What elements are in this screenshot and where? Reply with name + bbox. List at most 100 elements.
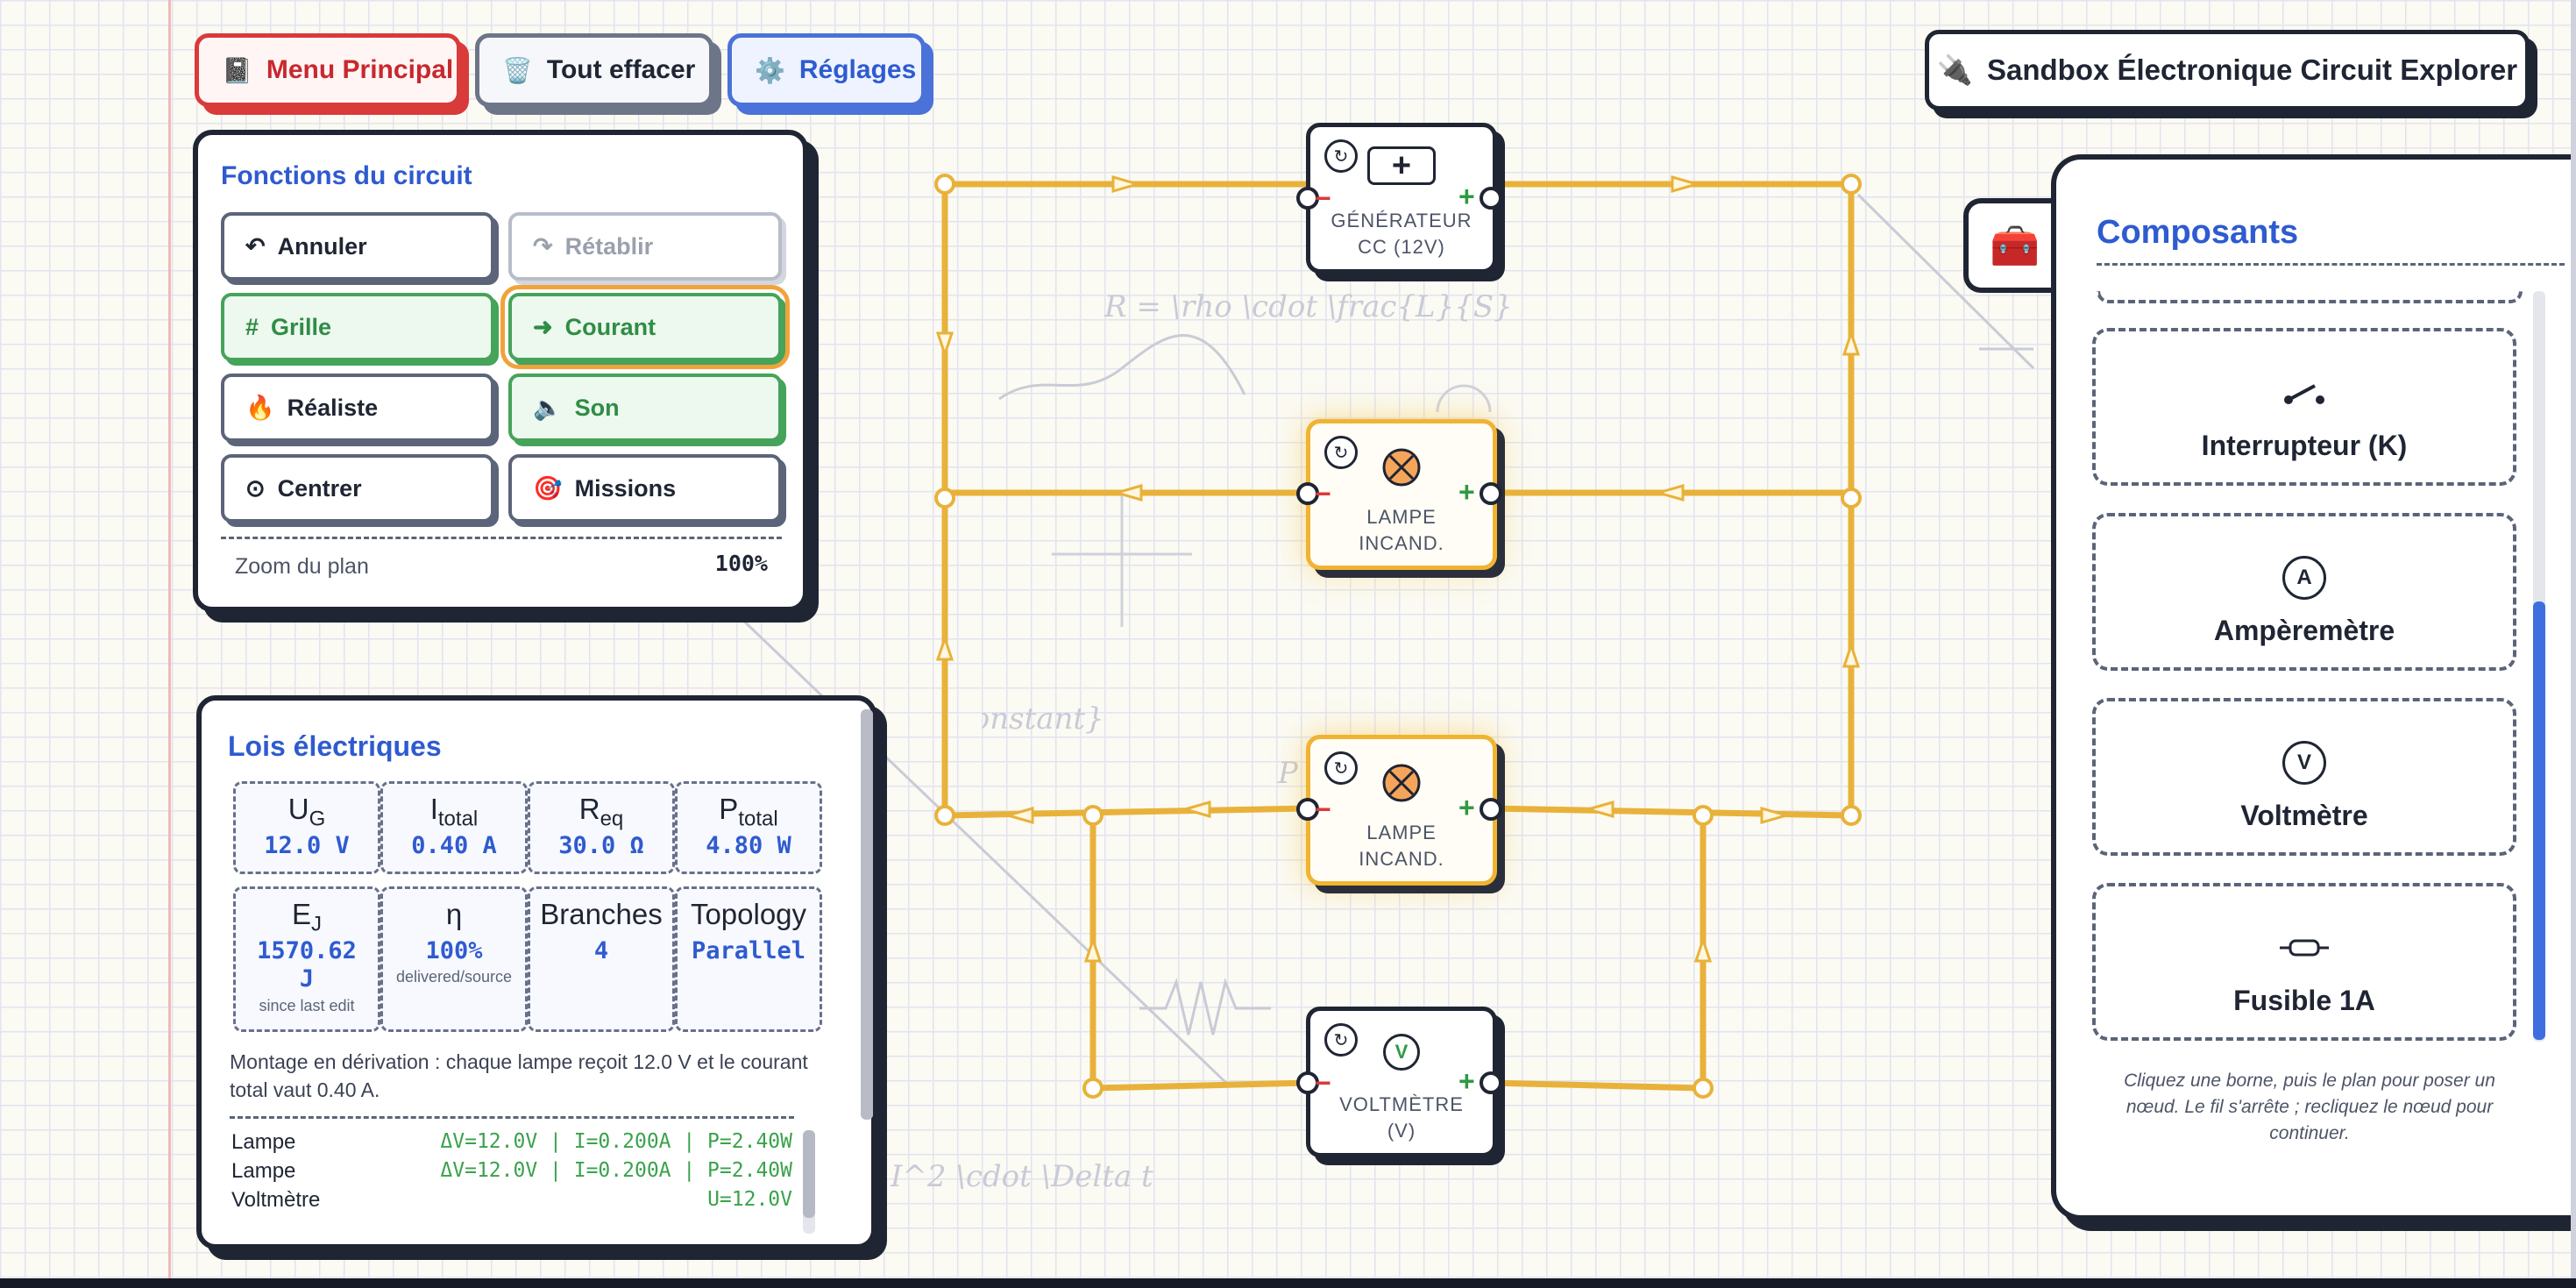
bottom-border	[0, 1278, 2576, 1288]
lamp-label: LAMPE INCAND.	[1359, 506, 1444, 554]
voltmeter-icon: V	[2096, 737, 2513, 789]
rotate-icon[interactable]: ↻	[1324, 139, 1358, 173]
main-menu-label: Menu Principal	[266, 55, 454, 84]
grid-toggle-button[interactable]: # Grille	[221, 293, 494, 361]
component-fuse[interactable]: Fusible 1A	[2092, 883, 2516, 1041]
arrow-right-icon: ➜	[533, 313, 553, 340]
rotate-icon[interactable]: ↻	[1324, 436, 1358, 469]
lamp-1-plus-sign: +	[1458, 476, 1475, 508]
fire-icon: 🔥	[245, 395, 275, 421]
stat-topology: Topology Parallel	[675, 886, 822, 1032]
fuse-label: Fusible 1A	[2233, 985, 2375, 1016]
components-help-text: Cliquez une borne, puis le plan pour pos…	[2124, 1071, 2495, 1143]
components-panel: Composants	[2051, 154, 2576, 1220]
lamp-label: LAMPE INCAND.	[1359, 822, 1444, 870]
electrical-laws-panel: Lois électriques UG 12.0 V Itotal 0.40 A…	[196, 695, 876, 1249]
sound-toggle-button[interactable]: 🔈 Son	[508, 374, 782, 442]
voltmeter-plus-sign: +	[1458, 1065, 1475, 1097]
redo-button[interactable]: ↷ Rétablir	[508, 212, 782, 281]
component-switch[interactable]: Interrupteur (K)	[2092, 328, 2516, 486]
generator-plus-sign: +	[1458, 181, 1475, 212]
component-ammeter[interactable]: A Ampèremètre	[2092, 513, 2516, 671]
lamp-node-1[interactable]: ↻ LAMPE INCAND.	[1306, 419, 1497, 570]
app-title: 🔌 Sandbox Électronique Circuit Explorer	[1925, 30, 2530, 110]
stat-energy: EJ 1570.62 J since last edit	[233, 886, 380, 1032]
sound-label: Son	[574, 394, 620, 421]
lamp-node-2[interactable]: ↻ LAMPE INCAND.	[1306, 735, 1497, 886]
realistic-label: Réaliste	[287, 394, 379, 421]
generator-positive-terminal[interactable]	[1480, 187, 1502, 210]
realistic-toggle-button[interactable]: 🔥 Réaliste	[221, 374, 494, 442]
stat-branches: Branches 4	[528, 886, 675, 1032]
generator-node[interactable]: ↻ + GÉNÉRATEUR CC (12V)	[1306, 123, 1497, 274]
settings-label: Réglages	[798, 55, 917, 84]
stat-resistance: Req 30.0 Ω	[528, 781, 675, 874]
ammeter-icon: A	[2096, 551, 2513, 604]
lamp-2-plus-sign: +	[1458, 792, 1475, 823]
current-label: Courant	[564, 313, 656, 340]
voltmeter-minus-sign: −	[1315, 1067, 1331, 1099]
log-scrollbar[interactable]	[803, 1130, 815, 1234]
plug-icon: 🔌	[1936, 53, 1973, 86]
lamp-2-negative-terminal[interactable]	[1296, 798, 1319, 821]
rotate-icon[interactable]: ↻	[1324, 1023, 1358, 1057]
previous-component-card-edge	[2097, 291, 2523, 303]
stat-voltage: UG 12.0 V	[233, 781, 380, 874]
speaker-icon: 🔈	[533, 395, 563, 421]
undo-button[interactable]: ↶ Annuler	[221, 212, 494, 281]
generator-label: GÉNÉRATEUR CC (12V)	[1331, 210, 1473, 258]
missions-label: Missions	[574, 474, 677, 502]
window-edge	[2571, 0, 2576, 1288]
switch-icon	[2096, 366, 2513, 419]
lamp-1-positive-terminal[interactable]	[1480, 482, 1502, 505]
zoom-label: Zoom du plan	[235, 554, 369, 579]
gear-icon: ⚙️	[755, 56, 785, 84]
current-toggle-button[interactable]: ➜ Courant	[500, 285, 790, 369]
ammeter-label: Ampèremètre	[2213, 615, 2395, 646]
redo-label: Rétablir	[564, 232, 654, 260]
lamp-icon	[1310, 446, 1493, 488]
generator-minus-sign: −	[1315, 182, 1331, 214]
dart-target-icon: 🎯	[533, 475, 563, 502]
component-voltmeter[interactable]: V Voltmètre	[2092, 698, 2516, 856]
center-button[interactable]: ⊙ Centrer	[221, 454, 494, 523]
laws-panel-title: Lois électriques	[228, 730, 442, 762]
stat-efficiency: η 100% delivered/source	[380, 886, 528, 1032]
missions-button[interactable]: 🎯 Missions	[508, 454, 782, 523]
lamp-2-positive-terminal[interactable]	[1480, 798, 1502, 821]
settings-button[interactable]: ⚙️ Réglages	[727, 33, 926, 107]
bg-formula-power: P	[1278, 756, 1298, 791]
rotate-icon[interactable]: ↻	[1324, 751, 1358, 785]
voltmeter-symbol: V	[1310, 1034, 1493, 1071]
generator-negative-terminal[interactable]	[1296, 187, 1319, 210]
divider	[2097, 263, 2565, 266]
lamp-1-negative-terminal[interactable]	[1296, 482, 1319, 505]
toolbox-icon: 🧰	[1990, 222, 2040, 268]
panel-scrollbar[interactable]	[861, 709, 873, 1120]
voltmeter-label: VOLTMÈTRE (V)	[1339, 1093, 1464, 1142]
main-menu-button[interactable]: 📓 Menu Principal	[195, 33, 461, 107]
trash-icon: 🗑️	[502, 56, 533, 84]
undo-icon: ↶	[245, 232, 266, 260]
stat-power: Ptotal 4.80 W	[675, 781, 822, 874]
battery-symbol: +	[1310, 146, 1493, 185]
notebook-margin-line	[168, 0, 171, 1288]
components-scrollbar[interactable]	[2533, 291, 2545, 1042]
redo-icon: ↷	[533, 232, 553, 260]
lamp-2-minus-sign: −	[1315, 793, 1331, 825]
divider	[221, 537, 782, 539]
bg-formula-joule: I^2 \cdot \Delta t	[891, 1159, 1153, 1194]
circuit-description: Montage en dérivation : chaque lampe reç…	[230, 1050, 808, 1101]
components-panel-title: Composants	[2097, 214, 2299, 251]
functions-panel-title: Fonctions du circuit	[221, 161, 472, 190]
voltmeter-positive-terminal[interactable]	[1480, 1071, 1502, 1094]
voltmeter-negative-terminal[interactable]	[1296, 1071, 1319, 1094]
zoom-value: 100%	[714, 551, 768, 576]
clear-all-button[interactable]: 🗑️ Tout effacer	[475, 33, 713, 107]
toolbox-tab[interactable]: 🧰	[1963, 198, 2062, 293]
